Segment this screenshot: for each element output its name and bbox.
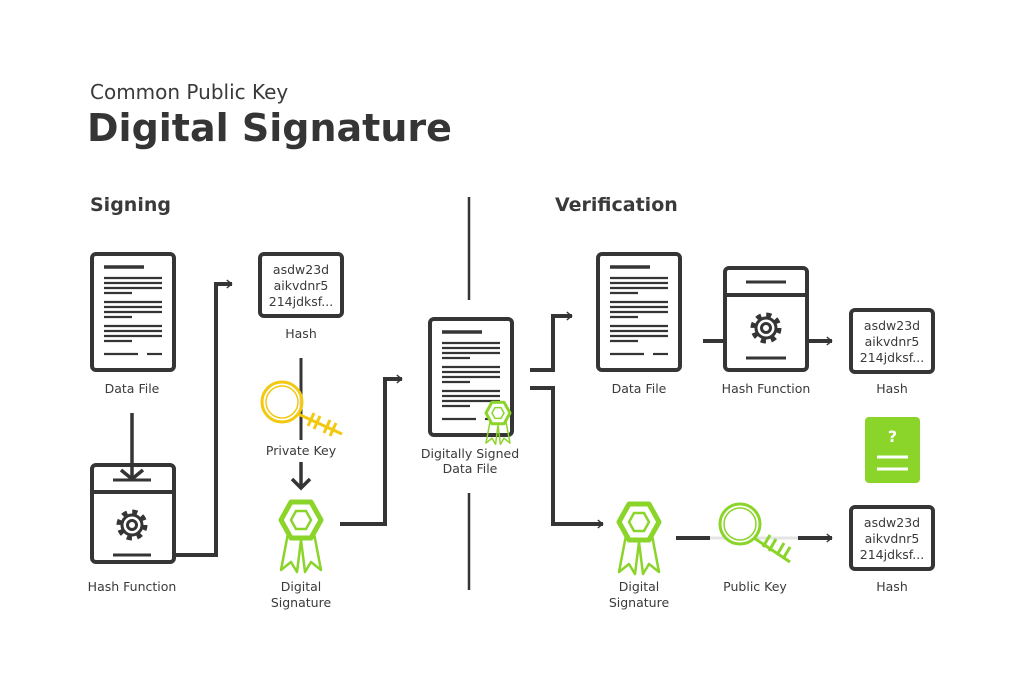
hash-function-icon — [723, 266, 809, 372]
hash-function-label: Hash Function — [88, 579, 177, 594]
signed-file-label: Digitally Signed — [421, 446, 519, 461]
data-file-label: Data File — [105, 381, 160, 396]
public-key-icon — [718, 502, 792, 564]
verification-heading: Verification — [555, 194, 678, 216]
digital-signature-label: Signature — [609, 595, 670, 610]
hash-line: 214jdksf... — [860, 350, 924, 365]
connector-arrow — [340, 374, 403, 526]
connector-arrow — [174, 279, 233, 557]
hash-function-label: Hash Function — [722, 381, 811, 396]
gear-icon — [754, 316, 778, 340]
data-file-label: Data File — [612, 381, 667, 396]
arrow-down-icon — [119, 413, 145, 482]
compare-card-icon: ? — [865, 417, 920, 483]
digital-signature-seal-icon — [619, 504, 659, 574]
digital-signature-seal-icon — [281, 502, 321, 572]
hash-line: asdw23d — [864, 515, 920, 530]
diagram-title: Digital Signature — [87, 106, 452, 150]
connector-arrow — [530, 386, 604, 529]
hash-line: 214jdksf... — [269, 294, 333, 309]
arrow-down-icon — [290, 462, 312, 491]
private-key-label: Private Key — [266, 443, 337, 458]
data-file-icon — [596, 252, 682, 372]
data-file-icon — [90, 252, 176, 372]
question-mark: ? — [888, 427, 897, 446]
digital-signature-label: Digital — [281, 579, 322, 594]
signed-file-label: Data File — [443, 461, 498, 476]
signature-badge-icon — [484, 400, 512, 446]
digital-signature-label: Digital — [619, 579, 660, 594]
hash-line: asdw23d — [273, 262, 329, 277]
digital-signature-label: Signature — [271, 595, 332, 610]
signing-heading: Signing — [90, 194, 171, 216]
hash-line: asdw23d — [864, 318, 920, 333]
hash-line: 214jdksf... — [860, 547, 924, 562]
connector-arrow — [530, 311, 573, 372]
hash-function-icon — [90, 463, 176, 564]
hash-label: Hash — [285, 326, 317, 341]
hash-line: aikvdnr5 — [865, 531, 920, 546]
private-key-icon — [260, 380, 343, 437]
hash-line: aikvdnr5 — [274, 278, 329, 293]
gear-icon — [120, 513, 144, 537]
diagram-subtitle: Common Public Key — [90, 80, 288, 104]
public-key-label: Public Key — [723, 579, 787, 594]
hash-label: Hash — [876, 381, 908, 396]
hash-label: Hash — [876, 579, 908, 594]
hash-line: aikvdnr5 — [865, 334, 920, 349]
